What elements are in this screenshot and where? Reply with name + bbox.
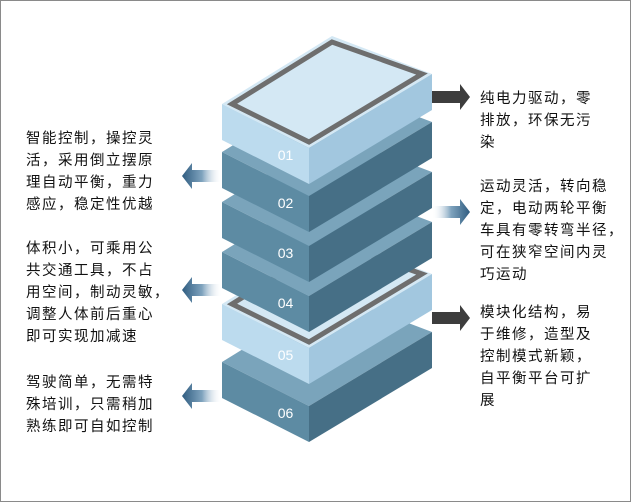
arrow-2: [182, 163, 222, 189]
layer-number: 04: [278, 295, 294, 311]
layer-front-face: [222, 152, 309, 232]
layer-01: 01: [222, 36, 432, 184]
layer-front-face: [222, 252, 309, 332]
layer-front-face: [222, 304, 309, 384]
layer-side-face: [309, 172, 432, 282]
arrow-4: [182, 277, 222, 303]
layer-front-face: [222, 362, 309, 442]
description-5: 模块化结构，易 于维修，造型及 控制模式新颖， 自平衡平台可扩 展: [480, 305, 592, 409]
description-3: 运动灵活，转向稳 定，电动两轮平衡 车具有零转弯半径， 可在狭窄空间内灵 巧运动: [480, 179, 624, 283]
layer-side-face: [309, 222, 432, 332]
layer-number: 01: [278, 147, 294, 163]
layer-number: 06: [278, 405, 294, 421]
arrow-3: [432, 199, 470, 225]
layer-front-face: [222, 104, 309, 184]
arrow-5: [432, 305, 470, 331]
layer-side-face: [309, 74, 432, 184]
arrow-6: [182, 383, 222, 409]
description-2: 智能控制，操控灵 活，采用倒立摆原 理自动平衡，重力 感应，稳定性优越: [26, 131, 154, 213]
description-6: 驾驶简单，无需特 殊培训，只需稍加 熟练即可自如控制: [26, 375, 154, 435]
layer-side-face: [309, 274, 432, 384]
layer-front-face: [222, 202, 309, 282]
description-4: 体积小，可乘用公 共交通工具，不占 用空间，制动灵敏， 调整人体前后重心 即可实…: [26, 241, 170, 345]
layer-number: 05: [278, 347, 294, 363]
layer-number: 03: [278, 245, 294, 261]
layer-number: 02: [278, 195, 294, 211]
layer-side-face: [309, 122, 432, 232]
layer-top-face: [222, 36, 432, 148]
arrow-1: [432, 84, 470, 110]
description-1: 纯电力驱动，零 排放，环保无污 染: [480, 91, 592, 151]
layer-side-face: [309, 332, 432, 442]
layer-frame-border: [226, 39, 428, 145]
